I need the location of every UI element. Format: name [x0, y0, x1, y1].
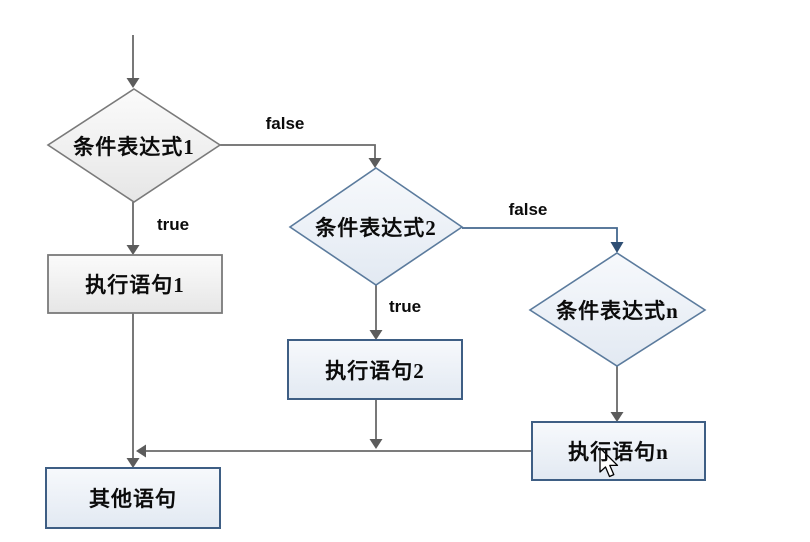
arrowhead-start [126, 78, 140, 88]
arrowhead-cond1-true [126, 245, 140, 255]
node-condn-shape [528, 252, 707, 367]
arrowhead-condn-down [610, 412, 624, 422]
node-cond1-shape [46, 88, 222, 203]
edge-cond2-false-line [462, 227, 618, 244]
node-stmtn-shape [531, 421, 706, 481]
arrowhead-cond2-false [610, 242, 624, 253]
arrowhead-stmt2-merge [369, 439, 383, 449]
arrowhead-cond2-true [369, 330, 383, 340]
node-other-shape [45, 467, 221, 529]
arrowhead-merge-left [136, 444, 146, 458]
edge-cond1-false-line [220, 144, 376, 160]
mouse-pointer-icon [599, 447, 619, 478]
arrowhead-cond1-false [368, 158, 382, 168]
node-stmt1-shape [47, 254, 223, 314]
node-stmt2-shape [287, 339, 463, 400]
arrowhead-into-other [126, 458, 140, 468]
node-cond2-shape [288, 167, 464, 286]
